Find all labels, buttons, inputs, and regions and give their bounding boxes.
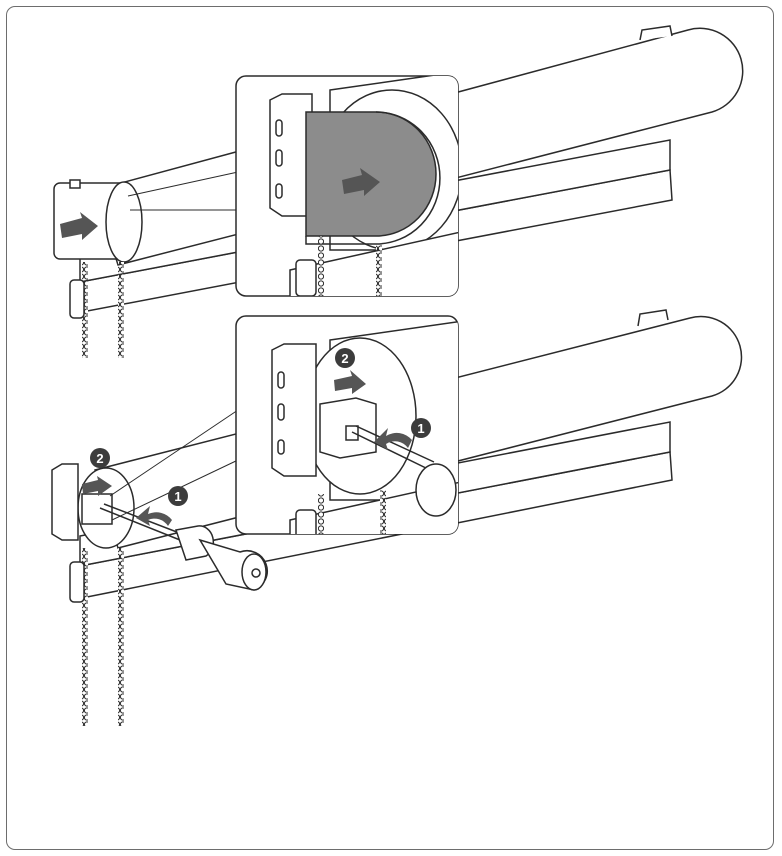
step-badge-1-zoom: 1 <box>411 418 431 438</box>
right-arrow-icon <box>60 212 98 240</box>
svg-text:2: 2 <box>96 451 103 466</box>
right-arrow-icon <box>82 476 112 496</box>
right-arrow-icon <box>342 168 380 196</box>
bottom-chain-left <box>82 548 88 726</box>
step-badge-2-zoom: 2 <box>335 348 355 368</box>
bottom-zoom-bracket <box>271 343 317 477</box>
bottom-zoom-panel <box>235 315 459 535</box>
top-chain-right <box>118 262 124 358</box>
bottom-mechanism-plate <box>81 493 113 525</box>
svg-text:2: 2 <box>341 351 348 366</box>
screwdriver <box>99 503 268 591</box>
bottom-chain-right <box>118 548 124 726</box>
svg-text:1: 1 <box>417 421 424 436</box>
step-badge-1-main: 1 <box>168 486 188 506</box>
bottom-wall-bracket <box>51 463 79 541</box>
svg-text:1: 1 <box>174 489 181 504</box>
top-zoom-panel <box>235 75 459 297</box>
top-grey-end-cap <box>305 111 437 237</box>
top-chain-left <box>82 262 88 358</box>
curved-arrow-icon <box>136 506 172 526</box>
top-chain-weight <box>69 279 85 319</box>
bottom-chain-weight <box>69 561 85 603</box>
top-right-clip <box>639 25 673 41</box>
right-arrow-icon <box>334 370 366 394</box>
bottom-right-clip <box>637 309 669 327</box>
step-badge-2-main: 2 <box>90 448 110 468</box>
curved-arrow-icon <box>374 428 412 450</box>
